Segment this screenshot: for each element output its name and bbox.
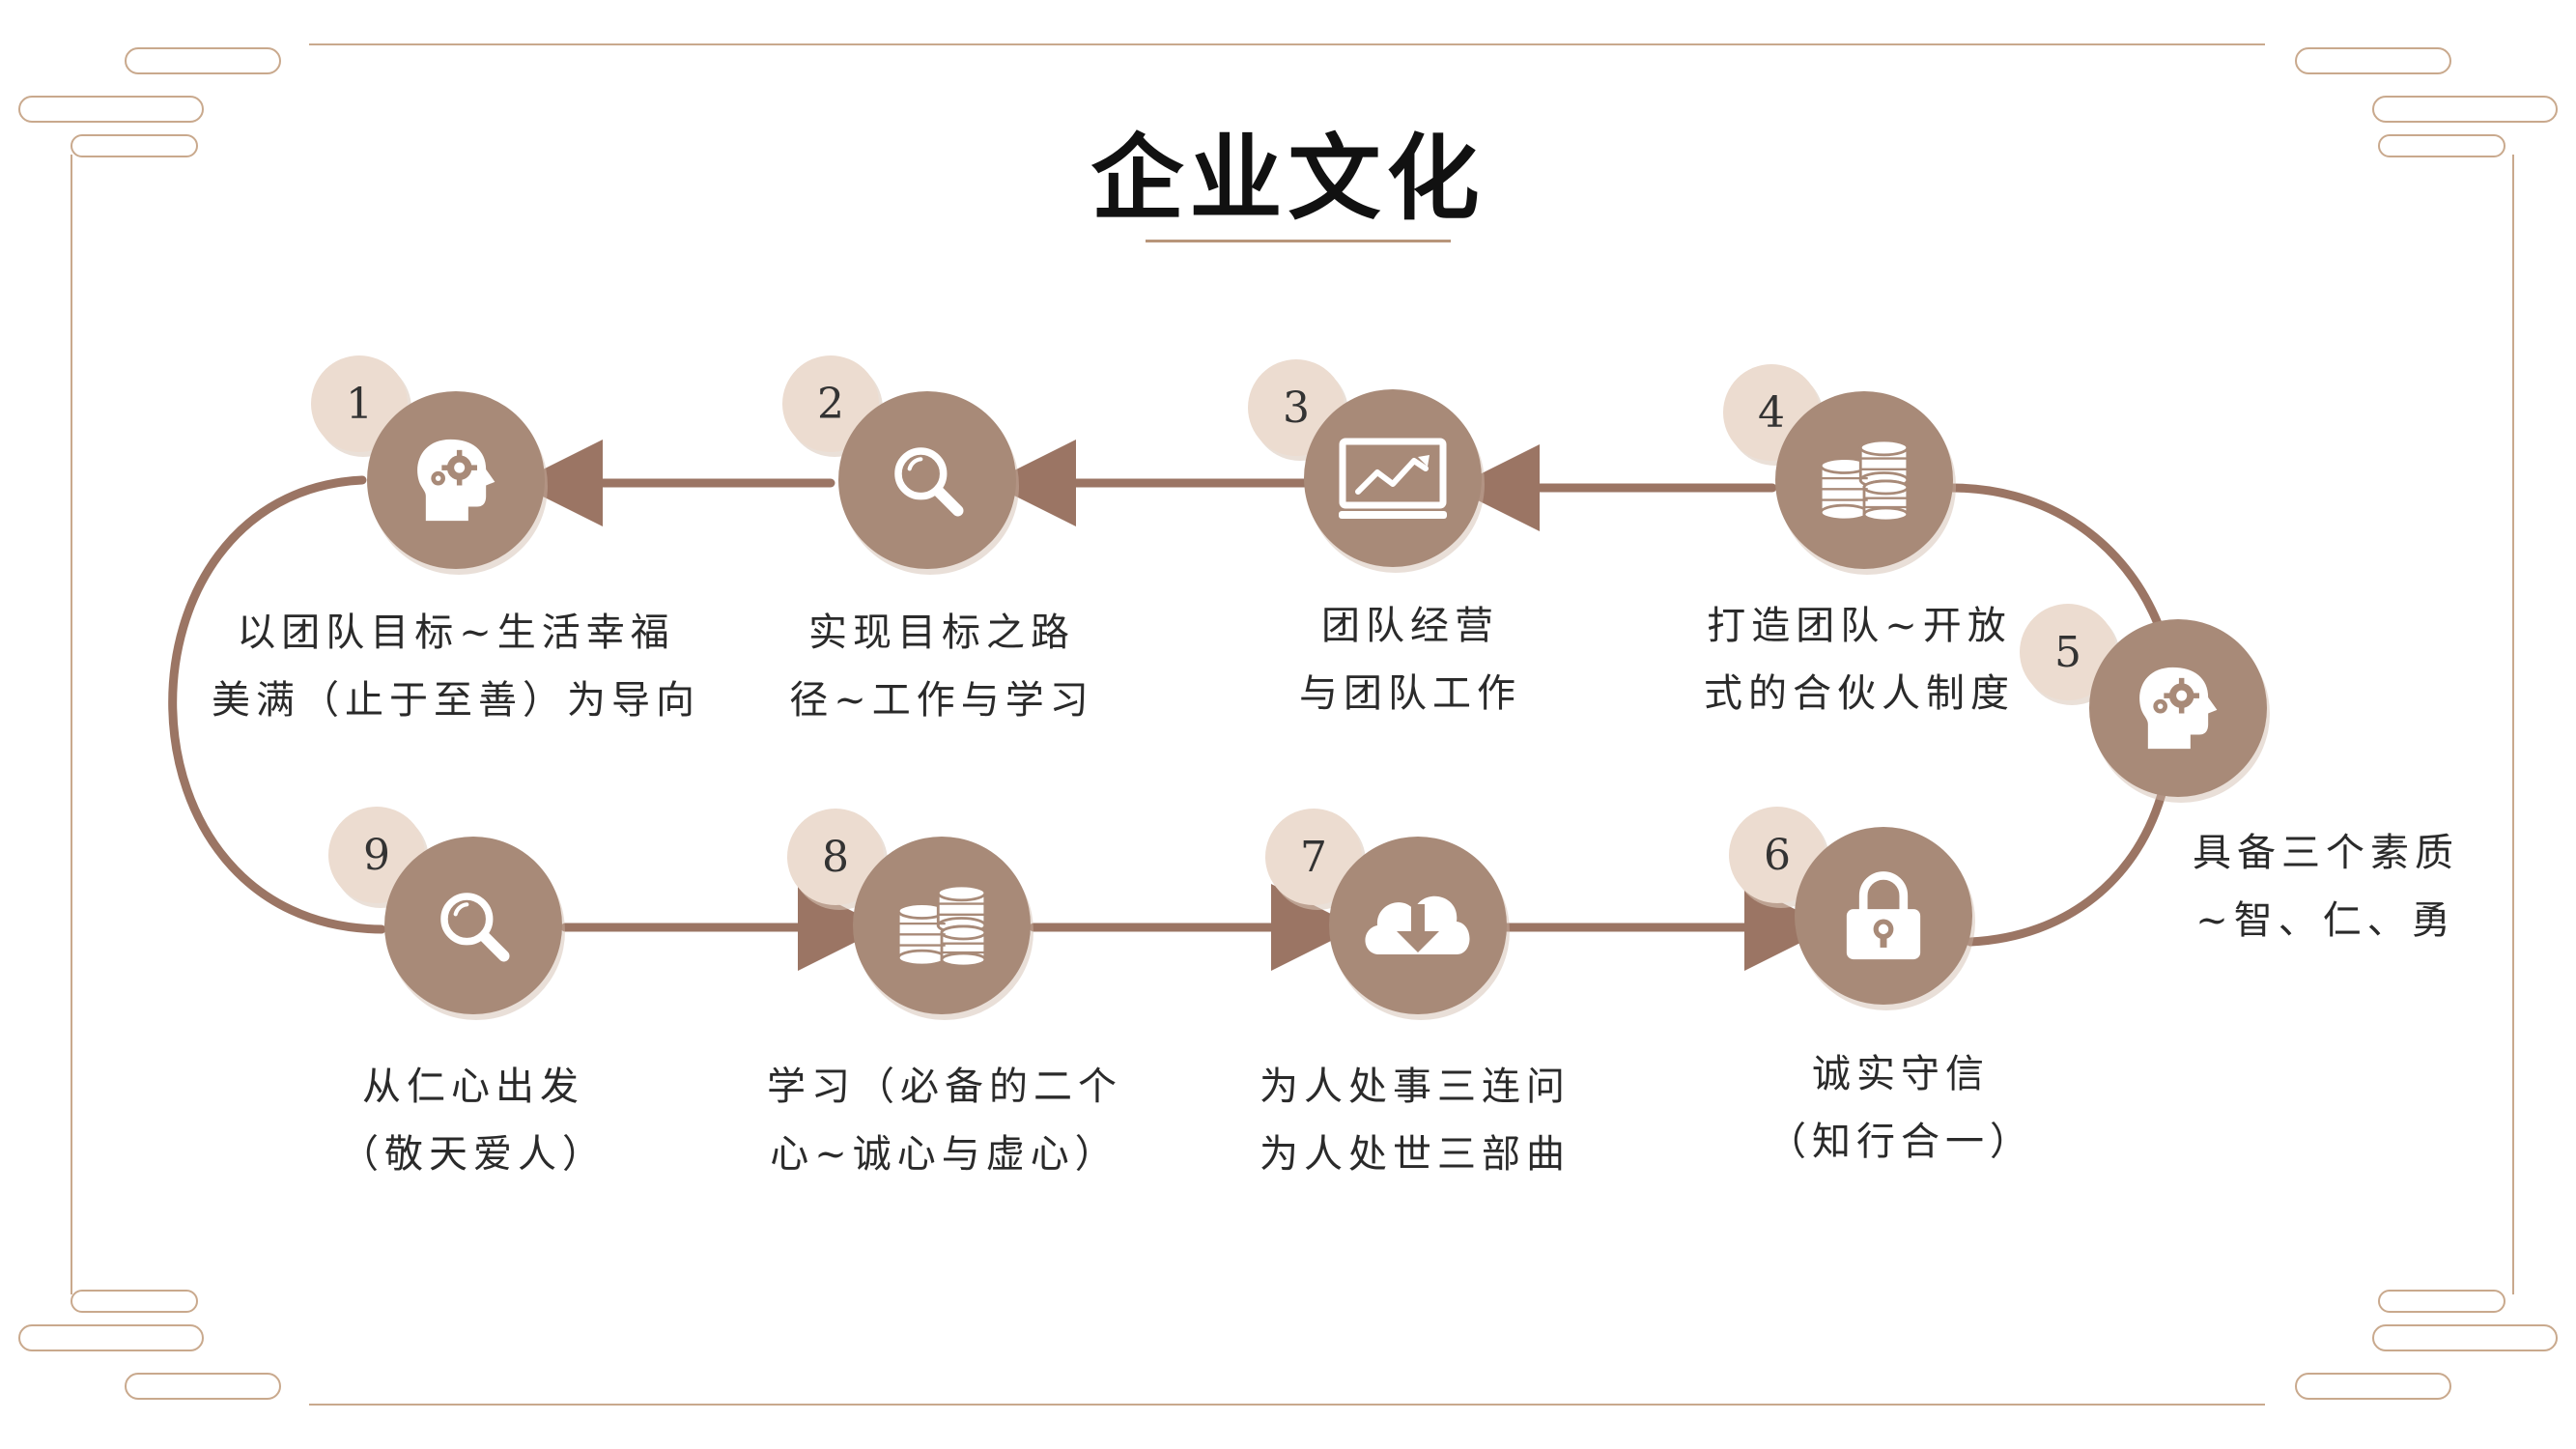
step-circle [838,391,1016,569]
step-label-3: 团队经营与团队工作 [1198,592,1623,727]
step-label-8: 学习（必备的二个心~诚心与虚心） [713,1053,1176,1188]
step-badge [782,355,879,452]
step-badge [2020,604,2116,700]
step-node-6: 6 [1729,807,1975,1010]
step-circle [384,837,562,1014]
step-label-line: 与团队工作 [1299,671,1521,716]
step-label-1: 以团队目标~生活幸福美满（止于至善）为导向 [185,599,726,734]
step-label-line: 从仁心出发 [362,1065,584,1109]
step-number: 6 [1764,831,1791,880]
frame-scroll-bar [2372,1324,2558,1351]
step-badge [311,355,408,452]
step-label-line: 美满（止于至善）为导向 [212,678,700,723]
step-label-line: （知行合一） [1768,1120,2034,1164]
step-number: 4 [1758,388,1785,438]
track-right-curve-bottom [1966,782,2168,947]
frame-scroll-bar [2378,134,2505,157]
step-node-3: 3 [1248,359,1485,573]
frame-scroll-bar [2372,96,2558,123]
step-label-line: 径~工作与学习 [789,678,1094,723]
frame-scroll-bar [18,96,204,123]
step-node-2: 2 [782,355,1019,575]
decorative-frame [18,43,2558,1406]
step-label-6: 诚实守信 （知行合一） [1688,1040,2113,1176]
track-right-curve-top [1946,483,2164,631]
step-node-1: 1 [311,355,548,575]
step-label-4: 打造团队~开放式的合伙人制度 [1628,592,2091,727]
step-label-5: 具备三个素质 ~智、仁、勇 [2113,819,2538,954]
step-label-line: 以团队目标~生活幸福 [237,611,675,655]
step-number: 5 [2054,628,2081,677]
frame-scroll-bar [125,1373,281,1400]
step-node-5: 5 [2020,604,2270,803]
step-badge [1265,809,1362,905]
step-node-7: 7 [1265,809,1510,1020]
step-circle [1304,389,1482,567]
frame-scroll-bar [2378,1290,2505,1313]
step-label-line: 为人处世三部曲 [1260,1132,1571,1177]
flow-track [168,440,2168,971]
step-label-line: 诚实守信 [1812,1052,1990,1096]
step-label-7: 为人处事三连问为人处世三部曲 [1203,1053,1628,1188]
step-badge [1729,807,1826,903]
step-label-9: 从仁心出发 （敬天爱人） [261,1053,686,1188]
step-number: 8 [822,833,849,882]
step-node-9: 9 [328,807,565,1020]
frame-scroll-bar [71,1290,198,1313]
frame-scroll-bar [71,134,198,157]
frame-scroll-bar [2295,1373,2451,1400]
flow-nodes: 1 2 3 4 5 6 7 8 9 [311,355,2270,1020]
title-underline [1146,240,1451,242]
step-label-line: 式的合伙人制度 [1704,671,2015,716]
step-label-line: 学习（必备的二个 [767,1065,1122,1109]
frame-scroll-bar [125,47,281,74]
step-label-line: 为人处事三连问 [1260,1065,1571,1109]
step-number: 2 [817,380,844,429]
step-label-line: 心~诚心与虚心） [770,1132,1119,1177]
step-label-line: （敬天爱人） [340,1132,607,1177]
step-label-line: 实现目标之路 [808,611,1075,655]
step-label-2: 实现目标之路径~工作与学习 [729,599,1154,734]
step-number: 7 [1300,833,1327,882]
page-title: 企业文化 [1090,125,1486,233]
step-number: 1 [346,380,373,429]
step-label-line: 团队经营 [1321,604,1499,648]
step-node-4: 4 [1723,364,1956,575]
frame-scroll-bar [2295,47,2451,74]
step-label-line: 打造团队~开放 [1707,604,2012,648]
step-badge [787,809,884,905]
step-label-line: 具备三个素质 [2193,831,2459,875]
step-label-line: ~智、仁、勇 [2195,898,2456,943]
step-number: 3 [1283,384,1310,433]
step-node-8: 8 [787,809,1033,1020]
frame-scroll-bar [18,1324,204,1351]
step-number: 9 [363,831,390,880]
track-left-curve [168,475,386,934]
